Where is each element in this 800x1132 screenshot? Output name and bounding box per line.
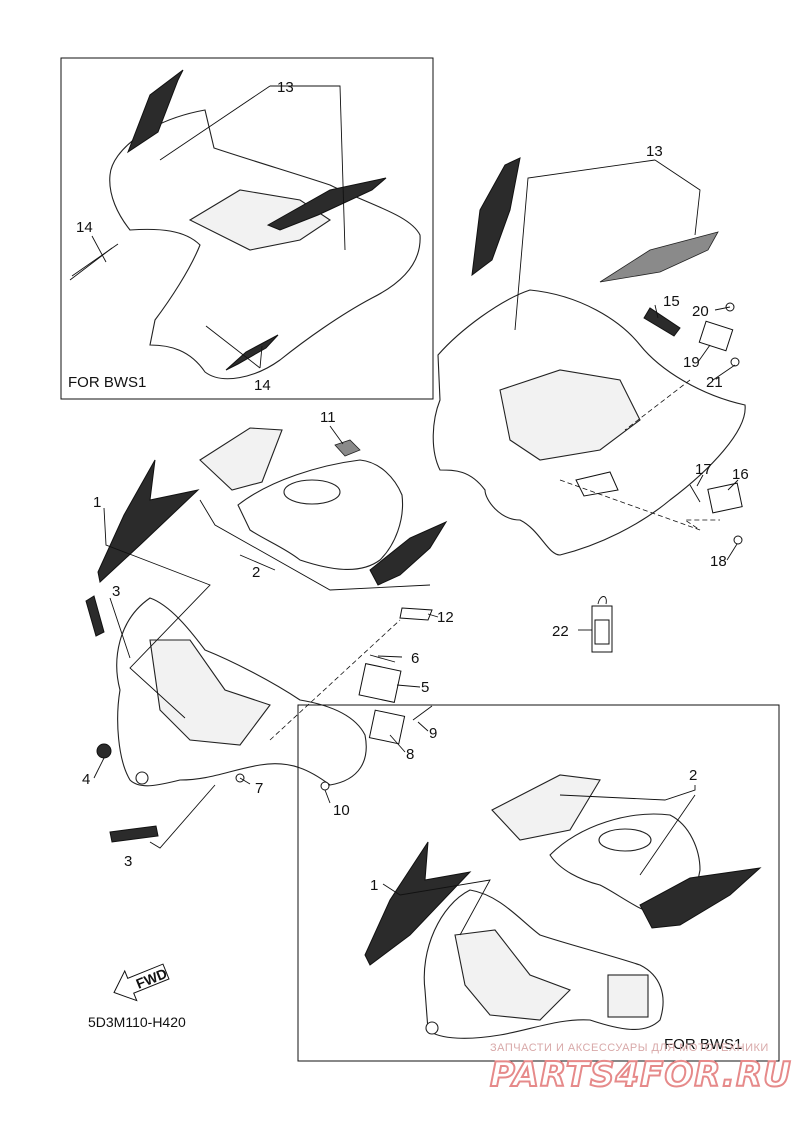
variant-label-top: FOR BWS1 — [68, 374, 146, 391]
inset-bws1-rear: 13 14 14 FOR BWS1 — [60, 57, 434, 400]
watermark-caption: ЗАПЧАСТИ И АКСЕССУАРЫ ДЛЯ МОТОТЕХНИКИ — [490, 1042, 769, 1054]
callout-21: 21 — [706, 374, 723, 391]
callout-5: 5 — [421, 679, 429, 696]
screw-6 — [369, 654, 396, 663]
decal-3-bottom — [109, 825, 159, 843]
drawing-code: 5D3M110-H420 — [88, 1014, 186, 1030]
front-fender-assembly: 1 3 4 7 3 10 6 5 9 8 12 — [82, 459, 454, 870]
label-tag-22: 22 — [552, 596, 613, 653]
callout-16: 16 — [732, 466, 749, 483]
callout-13-inset: 13 — [277, 79, 294, 96]
callout-14-inset: 14 — [76, 219, 93, 236]
callout-8: 8 — [406, 746, 414, 763]
callout-20: 20 — [692, 303, 709, 320]
screw-9 — [412, 705, 433, 721]
nut-21 — [730, 357, 740, 367]
watermark: ЗАПЧАСТИ И АКСЕССУАРЫ ДЛЯ МОТОТЕХНИКИ PA… — [489, 1042, 792, 1096]
front-fender — [116, 597, 367, 787]
callout-18: 18 — [710, 553, 727, 570]
callout-3-top: 3 — [112, 583, 120, 600]
fwd-arrow-icon: FWD — [113, 963, 170, 1002]
plate-8 — [368, 709, 406, 745]
watermark-logo: PARTS4FOR.RU — [490, 1055, 792, 1095]
callout-22: 22 — [552, 623, 569, 640]
callout-1: 1 — [93, 494, 101, 511]
decal-13-right — [599, 231, 719, 283]
callout-7: 7 — [255, 780, 263, 797]
fwd-label: FWD — [134, 965, 170, 992]
inset-decal-2 — [639, 867, 762, 929]
tank-cover — [237, 459, 404, 570]
decal-15 — [643, 307, 681, 337]
inset-decal-1 — [364, 841, 472, 966]
decal-3-top — [85, 595, 105, 637]
grommet-4 — [96, 743, 112, 759]
callout-9: 9 — [429, 725, 437, 742]
callout-17: 17 — [695, 461, 712, 478]
variant-label-bottom: FOR BWS1 — [664, 1036, 742, 1053]
callout-13: 13 — [646, 143, 663, 160]
callout-6: 6 — [411, 650, 419, 667]
callout-10: 10 — [333, 802, 350, 819]
inset-side-pad — [491, 774, 601, 841]
rear-fender-assembly: 13 15 20 19 21 17 16 18 — [432, 143, 749, 570]
decal-11 — [334, 439, 361, 457]
callout-3-bottom: 3 — [124, 853, 132, 870]
callout-2-inset: 2 — [689, 767, 697, 784]
tank-cover-assembly: 2 11 — [199, 409, 448, 591]
plate-19 — [698, 320, 734, 352]
callout-2: 2 — [252, 564, 260, 581]
pad-under — [575, 471, 619, 497]
plate-5 — [358, 663, 402, 703]
inset-decal-13-right — [266, 177, 387, 231]
callout-19: 19 — [683, 354, 700, 371]
decal-2 — [369, 520, 448, 586]
inset-decal-13-left — [126, 69, 184, 154]
callout-1-inset: 1 — [370, 877, 378, 894]
screw-17 — [689, 484, 701, 503]
decal-1 — [97, 459, 200, 583]
washer-10 — [320, 781, 330, 791]
inset-frame-top — [60, 57, 434, 400]
callout-11: 11 — [320, 409, 336, 426]
side-pad — [199, 427, 283, 491]
callout-14-inset-b: 14 — [254, 377, 271, 394]
callout-15: 15 — [663, 293, 680, 310]
inset-bws1-front: 2 1 FOR BWS1 — [297, 704, 780, 1062]
nut-18 — [733, 535, 743, 545]
decal-13-left — [471, 157, 521, 277]
callout-4: 4 — [82, 771, 90, 788]
callout-12: 12 — [437, 609, 454, 626]
plate-16 — [707, 482, 743, 514]
pad-12 — [399, 607, 433, 621]
inset-frame-bottom — [297, 704, 780, 1062]
